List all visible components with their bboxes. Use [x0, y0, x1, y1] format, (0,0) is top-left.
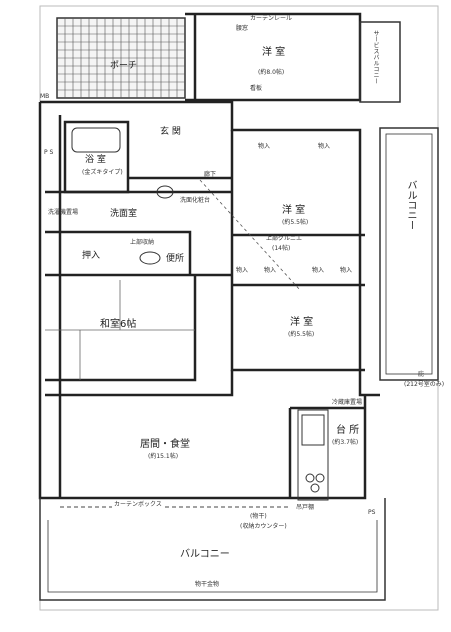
kitchen-counter	[297, 409, 329, 501]
eaves-label: 庇	[418, 371, 425, 378]
loft-size-label: (14帖)	[272, 245, 291, 252]
shelf-label: (物干)	[250, 513, 267, 520]
bottom-balcony	[39, 498, 386, 601]
room-entrance-name: 玄 関	[160, 127, 181, 137]
room-bath-sub: (金ズキタイプ)	[82, 169, 123, 176]
mb-label: MB	[40, 93, 50, 100]
bathtub	[71, 127, 121, 153]
room-japanese-name: 和室6帖	[100, 319, 137, 330]
storage-label-4: 物入	[312, 267, 325, 274]
room-porch-name: ポーチ	[110, 61, 138, 71]
room-washroom-name: 洗面室	[110, 209, 138, 219]
room-living-name: 居間・食堂	[140, 439, 190, 450]
vanity-label: 洗面化粧台	[180, 197, 211, 204]
toilet-bowl	[139, 251, 161, 265]
washing-machine-label: 洗濯機置場	[48, 209, 79, 216]
room-western-top-size: (約8.0帖)	[258, 69, 285, 76]
service-balcony-label: サービスバルコニー	[372, 30, 379, 84]
ps-bottom-label: PS	[368, 509, 376, 516]
room-bath-name: 浴 室	[85, 155, 106, 165]
room-hallway-name: 廊下	[204, 171, 217, 178]
loft-line-label: 上部グルニエ	[266, 235, 303, 242]
balcony-right-label: バルコニー	[405, 180, 416, 230]
room-western-mid-size: (約5.5帖)	[282, 219, 309, 226]
cabinet-label: 吊戸棚	[296, 504, 315, 511]
curtain-box-label: カーテンボックス	[112, 501, 164, 508]
sash-label: 腰窓	[236, 25, 249, 32]
storage-label-3: 物入	[264, 267, 277, 274]
counter-label: (収納カウンター)	[240, 523, 287, 530]
upper-storage-label: 上部収納	[130, 239, 155, 246]
room-western-low-name: 洋 室	[290, 317, 314, 328]
drying-rack-label: 物干金物	[195, 581, 220, 588]
storage-label-1: 物入	[258, 143, 271, 150]
balcony-bottom-label: バルコニー	[180, 549, 230, 560]
curtain-rail-label: カーテンレール	[250, 15, 293, 22]
room-western-mid-name: 洋 室	[282, 205, 306, 216]
room-western-top-name: 洋 室	[262, 47, 286, 58]
eaves-note-label: (212号室のみ)	[404, 381, 445, 388]
storage-label-2: 物入	[318, 143, 331, 150]
closet-oshiire-label: 押入	[82, 251, 101, 261]
service-balcony	[359, 21, 401, 103]
fridge-label: 冷蔵庫置場	[332, 399, 363, 406]
room-kitchen-name: 台 所	[336, 425, 360, 436]
ps-left-label: P S	[44, 149, 54, 156]
storage-label-6: 物入	[236, 267, 249, 274]
room-western-low-size: (約5.5帖)	[288, 331, 315, 338]
sign-top-label: 看板	[250, 85, 263, 92]
hallway-diagonal	[199, 179, 301, 291]
room-toilet-name: 便所	[166, 254, 185, 264]
storage-label-5: 物入	[340, 267, 353, 274]
porch-grid	[56, 17, 186, 99]
room-living-size: (約15.1帖)	[148, 453, 179, 460]
tatami-lines	[45, 280, 195, 380]
right-balcony	[379, 127, 439, 381]
room-kitchen-size: (約3.7帖)	[332, 439, 359, 446]
washbasin	[156, 185, 174, 199]
